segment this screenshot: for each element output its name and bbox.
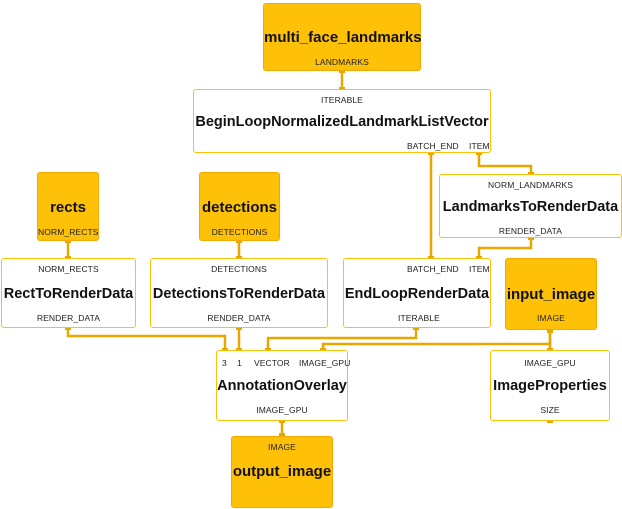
port-label-detections: DETECTIONS	[211, 264, 267, 274]
port-label-iterable: ITERABLE	[321, 95, 363, 105]
node-title: LandmarksToRenderData	[442, 199, 619, 215]
node-title: multi_face_landmarks	[264, 29, 422, 46]
port-label-1: 1	[237, 358, 242, 368]
node-detections-to-render-data[interactable]: DETECTIONS DetectionsToRenderData RENDER…	[150, 258, 328, 328]
node-rects[interactable]: rects NORM_RECTS	[37, 172, 99, 241]
port-label-image: IMAGE	[268, 442, 296, 452]
port-label-image: IMAGE	[537, 313, 565, 323]
node-title: EndLoopRenderData	[344, 286, 490, 302]
node-title: BeginLoopNormalizedLandmarkListVector	[195, 114, 489, 130]
node-multi-face-landmarks[interactable]: multi_face_landmarks LANDMARKS	[263, 3, 422, 71]
port-label-vector: VECTOR	[254, 358, 290, 368]
port-label-norm-rects: NORM_RECTS	[38, 264, 99, 274]
node-begin-loop[interactable]: ITERABLE BeginLoopNormalizedLandmarkList…	[193, 89, 491, 153]
port-label-render-data: RENDER_DATA	[498, 226, 563, 236]
node-detections[interactable]: detections DETECTIONS	[199, 172, 280, 241]
node-input-image[interactable]: input_image IMAGE	[505, 258, 597, 330]
node-title: DetectionsToRenderData	[152, 286, 326, 302]
port-label-landmarks: LANDMARKS	[315, 57, 369, 67]
port-label-size: SIZE	[540, 405, 560, 415]
port-label-batch-end: BATCH_END	[407, 141, 459, 151]
node-image-properties[interactable]: IMAGE_GPU ImageProperties SIZE	[490, 350, 610, 421]
port-label-item: ITEM	[469, 264, 490, 274]
node-title: RectToRenderData	[3, 286, 134, 302]
node-output-image[interactable]: IMAGE output_image	[231, 436, 333, 508]
edge-inputimage-to-annotation-imagegpu	[321, 328, 552, 353]
node-end-loop-render-data[interactable]: BATCH_END ITEM EndLoopRenderData ITERABL…	[343, 258, 491, 328]
port-label-norm-landmarks: NORM_LANDMARKS	[488, 180, 573, 190]
edge-renderdata-to-endloop-item	[477, 235, 533, 261]
edge-endloop-to-annotation-vector	[266, 325, 418, 353]
node-title: rects	[50, 199, 86, 216]
port-label-norm-rects: NORM_RECTS	[38, 227, 99, 237]
port-label-image-gpu: IMAGE_GPU	[299, 358, 351, 368]
node-title: output_image	[232, 463, 332, 480]
port-label-image-gpu-out: IMAGE_GPU	[256, 405, 308, 415]
port-label-image-gpu: IMAGE_GPU	[524, 358, 576, 368]
port-label-item: ITEM	[469, 141, 490, 151]
node-annotation-overlay[interactable]: 3 1 VECTOR IMAGE_GPU AnnotationOverlay I…	[216, 350, 351, 421]
port-label-render-data: RENDER_DATA	[207, 313, 271, 323]
edge-item-to-landmarkstorender	[477, 150, 533, 177]
node-title: ImageProperties	[493, 378, 607, 394]
node-landmarks-to-render-data[interactable]: NORM_LANDMARKS LandmarksToRenderData REN…	[439, 174, 622, 238]
port-label-batch-end: BATCH_END	[407, 264, 459, 274]
node-title: input_image	[506, 286, 596, 303]
port-label-3: 3	[222, 358, 227, 368]
node-rect-to-render-data[interactable]: NORM_RECTS RectToRenderData RENDER_DATA	[1, 258, 136, 328]
port-label-iterable: ITERABLE	[398, 313, 440, 323]
node-title: AnnotationOverlay	[217, 378, 347, 394]
node-title: detections	[201, 199, 277, 216]
port-dot	[547, 327, 553, 333]
port-label-render-data: RENDER_DATA	[36, 313, 101, 323]
edge-recttorender-to-annotation-3	[66, 325, 227, 353]
port-label-detections: DETECTIONS	[211, 227, 268, 237]
